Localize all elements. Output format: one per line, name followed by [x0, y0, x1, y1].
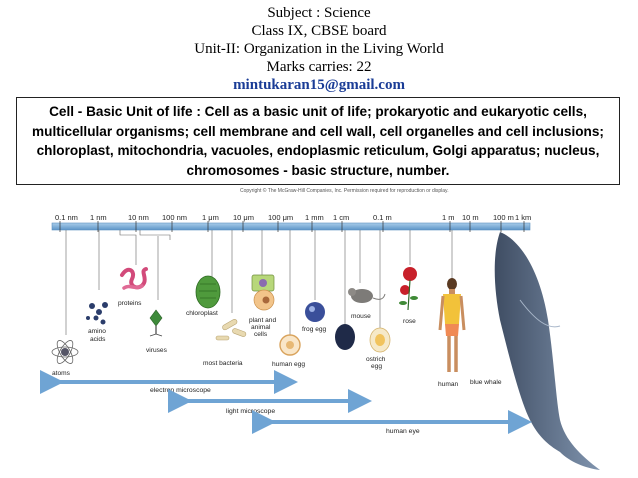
label-human-egg: human egg — [272, 361, 305, 368]
scale-label: 0.1 m — [373, 213, 392, 222]
egg-illustration — [335, 324, 355, 350]
subject-line: Subject : Science — [267, 5, 371, 21]
rose-illustration — [399, 267, 418, 311]
marks-line: Marks carries: 22 — [266, 59, 372, 75]
label-mouse: mouse — [351, 313, 371, 320]
label-rose: rose — [403, 318, 416, 325]
mouse-illustration — [348, 288, 386, 303]
scale-label: 100 μm — [268, 213, 293, 222]
scale-labels: 0.1 nm 1 nm 10 nm 100 nm 1 μm 10 μm 100 … — [55, 213, 531, 222]
label-electron-microscope: electron microscope — [150, 387, 211, 394]
label-amino-acids: amino — [88, 328, 106, 335]
slide-header: Subject : Science Class IX, CBSE board U… — [0, 4, 638, 94]
class-line: Class IX, CBSE board — [251, 23, 387, 39]
label-frog-egg: frog egg — [302, 326, 327, 333]
label-plant-animal-cells: plant and — [249, 317, 276, 324]
label-light-microscope: light microscope — [226, 408, 275, 415]
scale-label: 10 nm — [128, 213, 149, 222]
amino-acids-illustration — [86, 302, 108, 325]
scale-label: 1 m — [442, 213, 455, 222]
scale-label: 1 km — [515, 213, 531, 222]
label-atoms: atoms — [52, 370, 71, 377]
email-line: mintukaran15@gmail.com — [233, 77, 405, 93]
scale-label: 10 μm — [233, 213, 254, 222]
scale-bar — [51, 222, 531, 231]
label-viruses: viruses — [146, 347, 168, 354]
virus-illustration — [149, 309, 163, 337]
label-proteins: proteins — [118, 300, 142, 307]
plant-animal-cells-illustration — [251, 274, 275, 311]
scale-label: 1 nm — [90, 213, 107, 222]
topic-box: Cell - Basic Unit of life : Cell as a ba… — [16, 97, 620, 185]
unit-line: Unit-II: Organization in the Living Worl… — [194, 41, 444, 57]
scale-label: 1 cm — [333, 213, 349, 222]
scale-label: 0.1 nm — [55, 213, 78, 222]
scale-ticks — [59, 221, 525, 232]
ostrich-egg-illustration — [369, 327, 391, 353]
whale-detail — [519, 299, 561, 328]
label-most-bacteria: most bacteria — [203, 360, 243, 367]
scale-label: 100 m — [493, 213, 514, 222]
frog-egg-illustration — [305, 302, 325, 322]
scale-label: 1 μm — [202, 213, 219, 222]
label-amino-acids-2: acids — [90, 336, 106, 343]
pointer-lines — [65, 230, 453, 335]
label-blue-whale: blue whale — [470, 379, 502, 386]
label-ostrich-egg-2: egg — [371, 363, 382, 370]
human-illustration — [438, 278, 466, 372]
scale-label: 10 m — [462, 213, 479, 222]
label-chloroplast: chloroplast — [186, 310, 218, 317]
copyright-notice: Copyright © The McGraw-Hill Companies, I… — [240, 188, 449, 194]
label-plant-animal-cells-2: animal — [251, 324, 271, 331]
proteins-illustration — [120, 267, 148, 290]
chloroplast-illustration — [195, 275, 221, 309]
scale-label: 1 mm — [305, 213, 324, 222]
scale-label: 100 nm — [162, 213, 187, 222]
label-human: human — [438, 381, 458, 388]
label-ostrich-egg: ostrich — [366, 356, 386, 363]
label-human-eye: human eye — [386, 428, 420, 435]
atom-illustration — [51, 340, 79, 364]
label-plant-animal-cells-3: cells — [254, 331, 268, 338]
human-egg-illustration — [279, 334, 301, 356]
bacteria-illustration — [215, 319, 247, 341]
blue-whale-illustration — [494, 232, 600, 470]
